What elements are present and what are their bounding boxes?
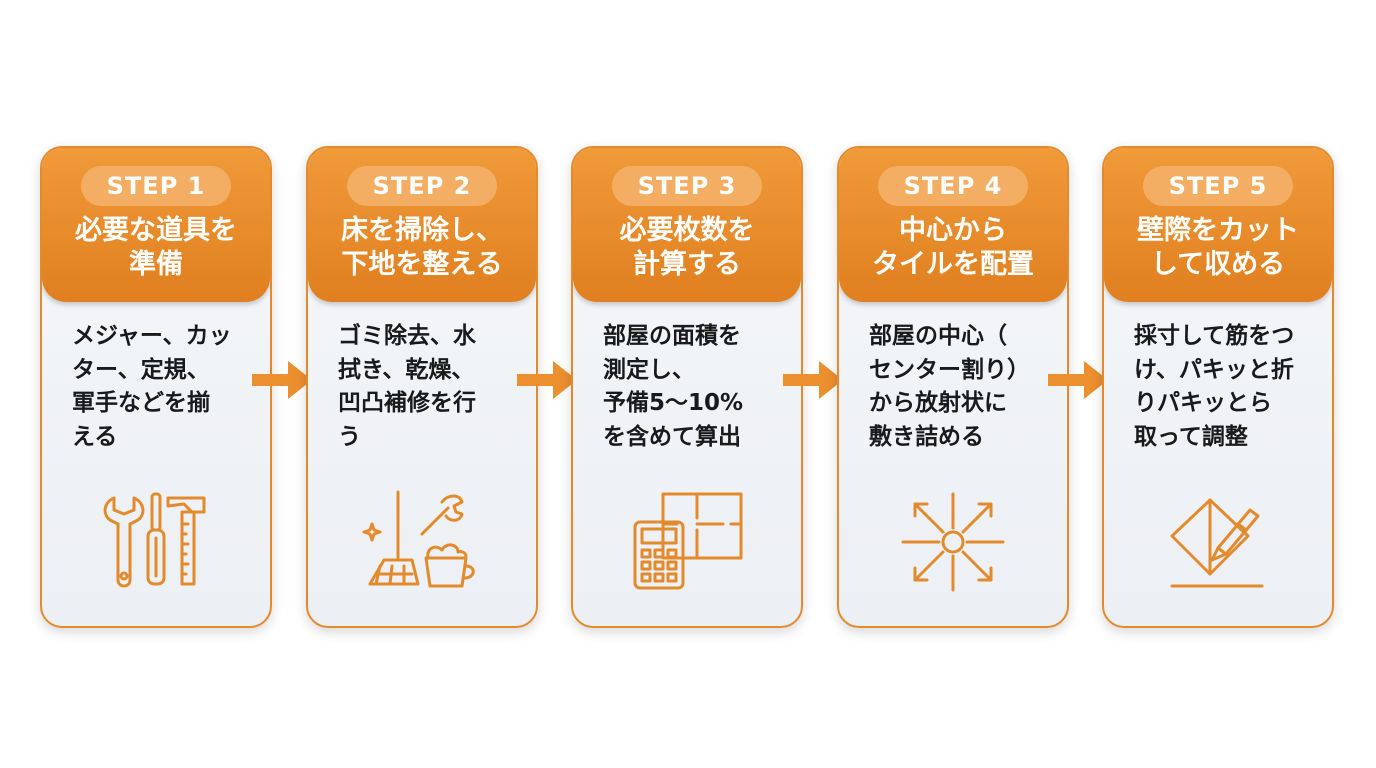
- step-title-line: 必要枚数を: [619, 215, 755, 246]
- step-badge: STEP 5: [1143, 166, 1293, 206]
- step-title-line: 準備: [129, 249, 183, 280]
- step-badge: STEP 1: [81, 166, 231, 206]
- step-title: 必要な道具を 準備: [42, 214, 270, 282]
- step-badge: STEP 3: [612, 166, 762, 206]
- cleaning-icon: [362, 490, 475, 588]
- step-header: STEP 5 壁際をカット して収める: [1104, 148, 1332, 302]
- step-header: STEP 1 必要な道具を 準備: [42, 148, 270, 302]
- step-title-line: 壁際をカット: [1137, 215, 1299, 246]
- step-title-line: タイルを配置: [872, 249, 1034, 280]
- step-title: 床を掃除し、 下地を整える: [308, 214, 536, 282]
- step-description: 部屋の面積を 測定し、 予備5〜10% を含めて算出: [603, 323, 744, 450]
- step-card-3: STEP 3 必要枚数を 計算する 部屋の面積を 測定し、 予備5〜10% を含…: [571, 146, 803, 628]
- step-title: 必要枚数を 計算する: [573, 214, 801, 282]
- step-description: 採寸して筋をつ け、パキッと折 りパキッとら 取って調整: [1134, 323, 1295, 450]
- step-title: 壁際をカット して収める: [1104, 214, 1332, 282]
- step-title: 中心から タイルを配置: [839, 214, 1067, 282]
- arrow-right-icon: [783, 361, 843, 399]
- step-badge: STEP 2: [347, 166, 497, 206]
- step-header: STEP 3 必要枚数を 計算する: [573, 148, 801, 302]
- step-card-2: STEP 2 床を掃除し、 下地を整える ゴミ除去、水 拭き、乾燥、 凹凸補修を…: [306, 146, 538, 628]
- step-card-5: STEP 5 壁際をカット して収める 採寸して筋をつ け、パキッと折 りパキッ…: [1102, 146, 1334, 628]
- step-header: STEP 2 床を掃除し、 下地を整える: [308, 148, 536, 302]
- step-header: STEP 4 中心から タイルを配置: [839, 148, 1067, 302]
- step-title-line: 中心から: [899, 215, 1007, 246]
- step-title-line: 下地を整える: [341, 249, 503, 280]
- step-description: メジャー、カッ ター、定規、 軍手などを揃 える: [72, 323, 232, 450]
- step-description: ゴミ除去、水 拭き、乾燥、 凹凸補修を行 う: [338, 323, 476, 450]
- step-description: 部屋の中心（ センター割り） から放射状に 敷き詰める: [869, 323, 1030, 450]
- arrow-right-icon: [517, 361, 577, 399]
- cutter-tile-icon: [1170, 498, 1264, 588]
- step-title-line: 床を掃除し、: [341, 215, 503, 246]
- step-card-1: STEP 1 必要な道具を 準備 メジャー、カッ ター、定規、 軍手などを揃 え…: [40, 146, 272, 628]
- step-badge: STEP 4: [878, 166, 1028, 206]
- radial-center-icon: [901, 492, 1005, 592]
- arrow-right-icon: [252, 361, 312, 399]
- calculator-floorplan-icon: [633, 492, 743, 590]
- step-title-line: して収める: [1150, 249, 1286, 280]
- step-title-line: 計算する: [633, 249, 741, 280]
- arrow-right-icon: [1048, 361, 1108, 399]
- step-title-line: 必要な道具を: [75, 215, 237, 246]
- step-card-4: STEP 4 中心から タイルを配置 部屋の中心（ センター割り） から放射状に…: [837, 146, 1069, 628]
- tools-icon: [103, 492, 206, 588]
